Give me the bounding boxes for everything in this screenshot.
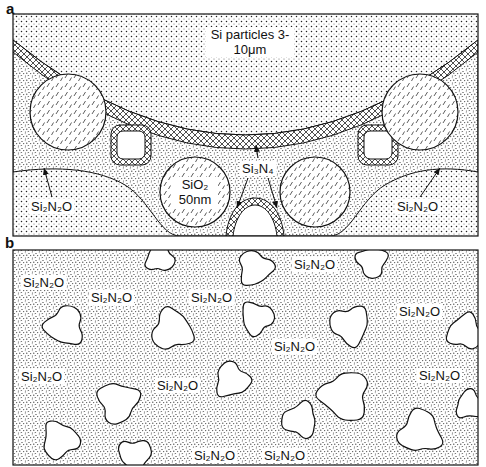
pore xyxy=(152,307,195,350)
phase-label: Si₂N₂O xyxy=(21,275,66,290)
phase-label: Si₂N₂O xyxy=(262,448,307,463)
pore xyxy=(97,384,141,424)
phase-label: Si₂N₂O xyxy=(189,290,234,305)
panel-frame xyxy=(13,14,478,236)
pore-rim xyxy=(111,125,151,165)
sio2-sphere xyxy=(160,157,230,227)
phase-label: Si₂N₂O xyxy=(29,199,74,214)
phase-label: Si₂N₂O xyxy=(192,448,237,463)
panel-frame xyxy=(13,250,478,465)
phase-label: Si₂N₂O xyxy=(19,369,64,384)
leader-arrow xyxy=(44,168,52,197)
panel-letter: b xyxy=(3,235,16,250)
pore xyxy=(330,306,368,347)
pore xyxy=(42,306,82,345)
pore xyxy=(355,250,388,278)
phase-label: Si₂N₂O xyxy=(417,368,462,383)
pore xyxy=(397,408,443,450)
pore xyxy=(44,421,81,460)
pore xyxy=(233,205,277,236)
si2n2o-matrix xyxy=(13,250,478,465)
phase-label: Si₂N₂O xyxy=(89,290,134,305)
leader-arrow xyxy=(420,168,440,197)
si-particle-region xyxy=(13,14,478,236)
pore xyxy=(456,389,478,418)
pore xyxy=(145,250,175,270)
leader-arrow xyxy=(237,178,248,208)
pore xyxy=(364,131,392,159)
leader-arrow xyxy=(268,178,277,208)
pore xyxy=(316,373,368,421)
pore xyxy=(243,302,275,337)
phase-label: Si₂N₂O xyxy=(155,378,200,393)
phase-label: Si particles 3-10μm xyxy=(206,27,294,57)
phase-label: Si₂N₂O xyxy=(397,304,442,319)
pore xyxy=(239,251,275,286)
sio2-sphere xyxy=(30,74,106,150)
pore xyxy=(446,312,478,349)
phase-label: SiO₂ 50nm xyxy=(172,177,218,207)
phase-label: Si₃N₄ xyxy=(240,161,276,176)
panel-letter: a xyxy=(4,1,16,16)
phase-label: Si₂N₂O xyxy=(395,199,440,214)
pore xyxy=(119,441,152,465)
phase-label: Si₂N₂O xyxy=(272,339,317,354)
phase-label: Si₂N₂O xyxy=(292,257,337,272)
sio2-sphere xyxy=(382,74,458,150)
leader-arrow xyxy=(256,145,258,158)
si2n2o-region xyxy=(13,40,478,236)
pore xyxy=(282,400,315,438)
pore xyxy=(217,361,252,397)
pore xyxy=(117,131,145,159)
sio2-sphere xyxy=(280,157,350,227)
